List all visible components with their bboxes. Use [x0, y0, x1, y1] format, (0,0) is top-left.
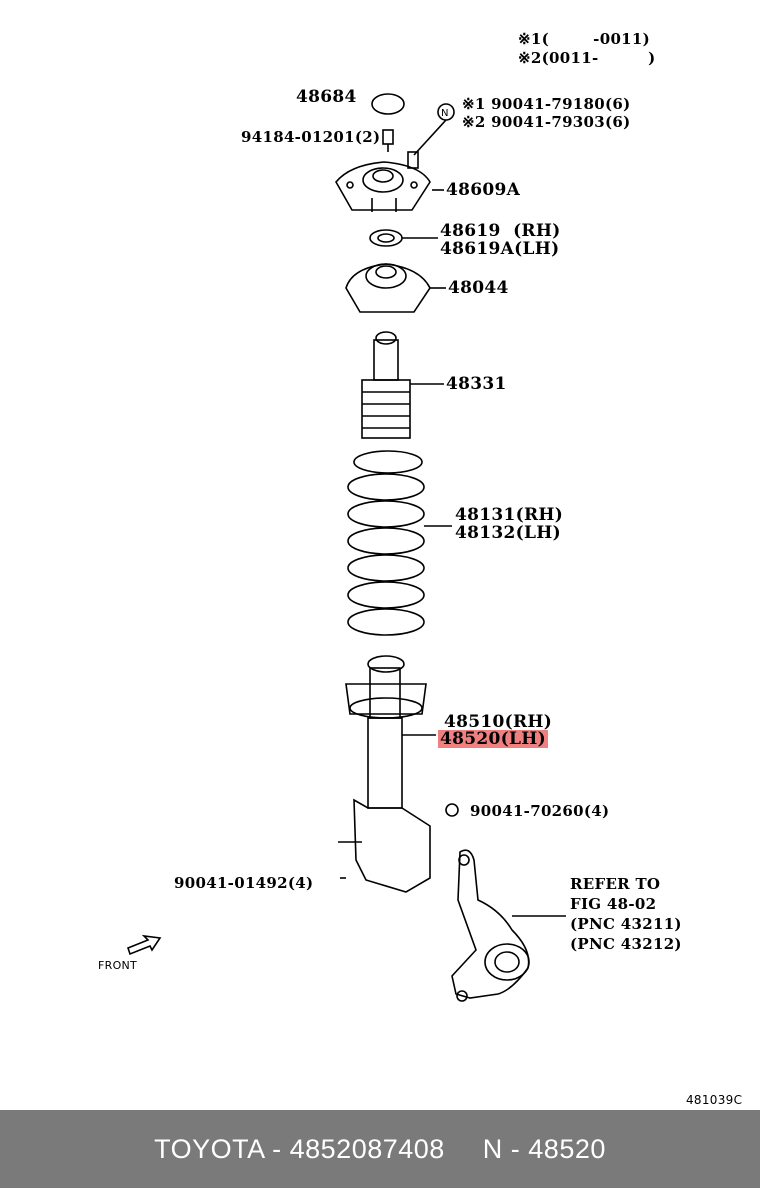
label-48132: 48132(LH) [455, 523, 561, 543]
note-1: ※1( -0011) [518, 30, 651, 48]
support-48609A [335, 161, 444, 212]
note-2: ※2(0011- ) [518, 49, 656, 67]
nut-70260 [445, 803, 459, 817]
label-48331: 48331 [446, 374, 507, 394]
diagram-code: 481039C [686, 1093, 743, 1107]
label-48510: 48510(RH) [444, 712, 553, 732]
label-48619-lh: 48619A(LH) [440, 239, 560, 259]
footer-bar: TOYOTA - 4852087408 N - 48520 [0, 1110, 760, 1188]
label-90041-70260: 90041-70260(4) [470, 802, 610, 820]
refer-line-3: (PNC 43211) [570, 915, 682, 933]
front-label: FRONT [98, 959, 138, 972]
label-48619-rh: 48619 (RH) [440, 221, 561, 241]
refer-line-4: (PNC 43212) [570, 935, 682, 953]
bolt-94184 [382, 129, 394, 152]
label-48044: 48044 [448, 278, 509, 298]
label-48131: 48131(RH) [455, 505, 564, 525]
boot-48331 [361, 331, 444, 439]
strut-48510 [338, 655, 436, 893]
label-90041-79180: ※1 90041-79180(6) [462, 95, 631, 113]
refer-line-1: REFER TO [570, 875, 661, 893]
nut-symbol [407, 103, 455, 169]
footer-pnc: N - 48520 [482, 1133, 606, 1164]
front-arrow-icon [127, 934, 162, 956]
refer-line-2: FIG 48-02 [570, 895, 657, 913]
label-48684: 48684 [296, 87, 357, 107]
nut-symbol-letter: N [441, 108, 449, 119]
label-48520-highlighted[interactable]: 48520(LH) [438, 729, 548, 749]
bearing-48619 [369, 229, 438, 247]
seat-48044 [345, 263, 446, 313]
label-48609A: 48609A [446, 180, 521, 200]
footer-part-number: TOYOTA - 4852087408 [154, 1133, 445, 1164]
steering-knuckle [451, 849, 566, 1002]
label-90041-79303: ※2 90041-79303(6) [462, 113, 631, 131]
label-90041-01492: 90041-01492(4) [174, 874, 314, 892]
cap-48684 [371, 93, 405, 115]
strut-assembly-drawing [127, 93, 566, 1002]
label-94184: 94184-01201(2) [241, 128, 381, 146]
coil-spring-48131 [347, 450, 452, 636]
parts-diagram: ※1( -0011) ※2(0011- ) 48684 94184-01201(… [98, 30, 743, 1107]
